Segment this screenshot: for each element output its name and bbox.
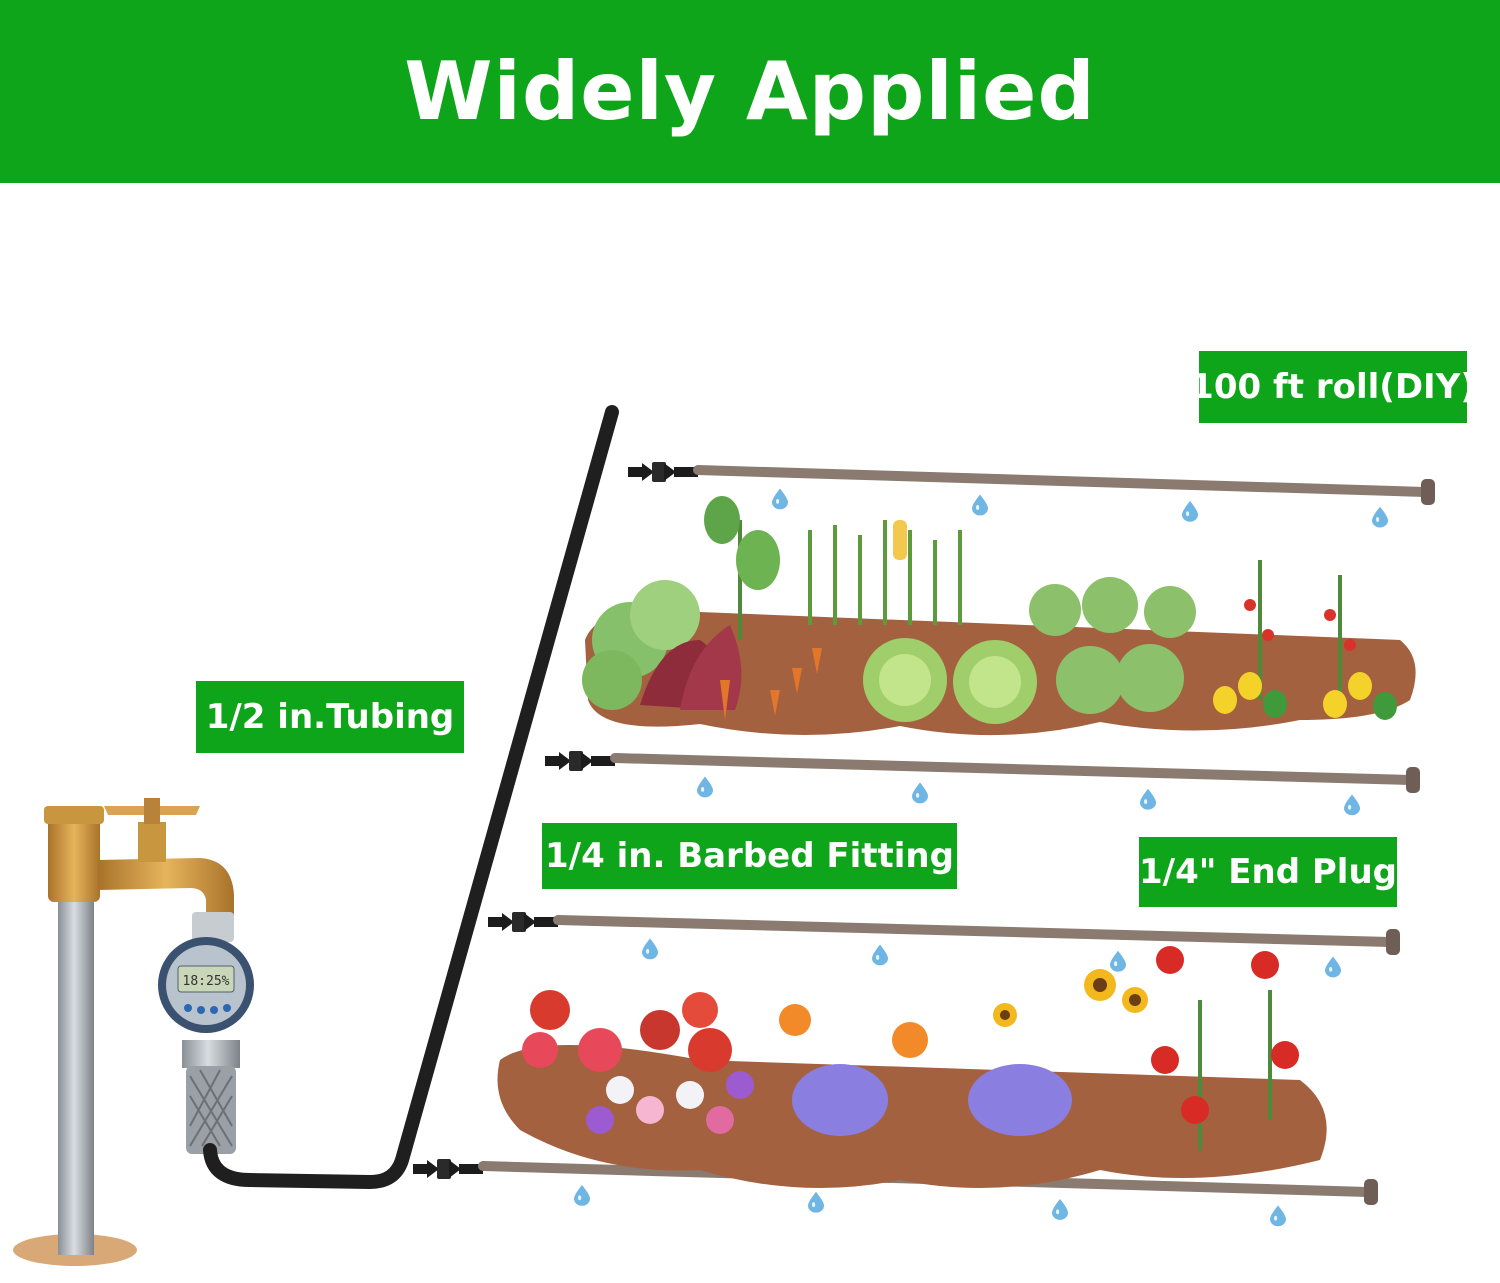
water-drop-icon [1182,500,1198,522]
barbed-fitting-icon [545,751,615,771]
end-plug-icon [1386,929,1400,955]
water-drop-icon [642,938,658,960]
water-drop-icon [1270,1205,1286,1227]
end-plug-icon [1421,479,1435,505]
label-half-inch-tubing: 1/2 in.Tubing [196,681,464,753]
water-drop-icon [1052,1199,1068,1220]
barbed-fitting-icon [413,1159,483,1179]
header-banner: Widely Applied [0,0,1500,183]
water-drop-icon [697,776,713,798]
timer-display: 18:25% [183,974,230,989]
water-drop-icon [1325,956,1341,978]
water-drop-icon [912,782,928,804]
barbed-fitting-icon [628,462,698,482]
water-drop-icon [872,944,888,966]
irrigation-diagram: 18:25% [13,405,1435,1266]
vegetable-bed-icon [582,496,1416,736]
end-plug-icon [1406,767,1420,793]
drip-line-2 [610,753,1415,785]
drip-line-3 [553,915,1395,947]
water-drop-icon [808,1191,824,1213]
water-timer-icon: 18:25% [158,912,254,1154]
water-drop-icon [772,488,788,510]
main-tubing [203,405,619,1190]
label-100ft-roll: 100 ft roll(DIY) [1190,351,1476,423]
barbed-fitting-icon [488,912,558,932]
page-title: Widely Applied [404,45,1096,138]
water-drop-icon [1110,950,1126,972]
water-drop-icon [1344,794,1360,816]
end-plug-icon [1364,1179,1378,1205]
label-end-plug: 1/4" End Plug [1139,837,1397,907]
label-barbed-fitting: 1/4 in. Barbed Fitting [542,823,957,889]
water-drop-icon [1140,788,1156,810]
flower-bed-icon [497,946,1327,1188]
water-drop-icon [972,494,988,516]
water-drop-icon [574,1185,590,1206]
faucet-icon [13,798,234,1266]
water-drop-icon [1372,506,1388,528]
drip-line-1 [693,465,1430,497]
